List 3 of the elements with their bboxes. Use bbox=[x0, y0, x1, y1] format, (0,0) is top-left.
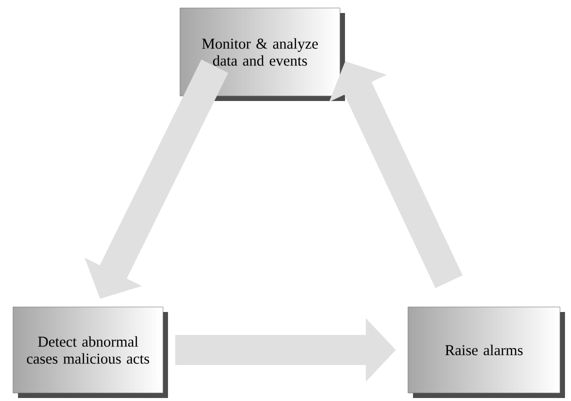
process-box: Raise alarms bbox=[408, 306, 565, 398]
process-box: Monitor & analyze data and events bbox=[180, 8, 345, 101]
process-box: Detect abnormal cases malicious acts bbox=[12, 306, 168, 398]
